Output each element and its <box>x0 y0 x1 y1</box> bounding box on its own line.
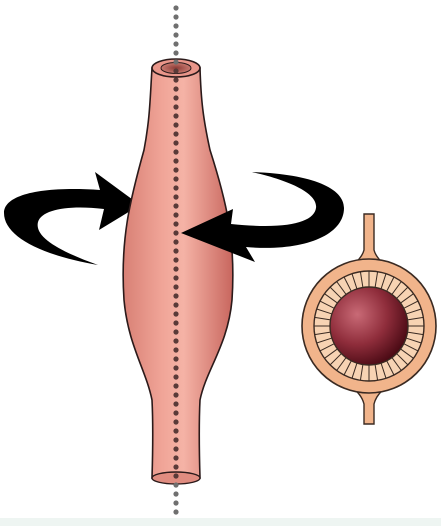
axis-dot <box>173 347 178 352</box>
axis-dot <box>173 221 178 226</box>
bottom-strip <box>0 518 441 526</box>
axis-dot <box>173 59 178 64</box>
axis-dot <box>173 320 178 325</box>
axis-dot <box>173 50 178 55</box>
axis-dot <box>173 293 178 298</box>
axis-dot <box>173 410 178 415</box>
axis-dot <box>173 374 178 379</box>
axis-dot <box>173 365 178 370</box>
axis-dot <box>173 149 178 154</box>
axis-dot <box>173 482 178 487</box>
axis-dot <box>173 203 178 208</box>
axis-dot <box>173 401 178 406</box>
axis-dot <box>173 356 178 361</box>
axis-dot <box>173 140 178 145</box>
axis-dot <box>173 41 178 46</box>
tube-body <box>123 68 233 478</box>
axis-dot <box>173 266 178 271</box>
axis-dot <box>173 329 178 334</box>
axis-dot <box>173 464 178 469</box>
axis-dot <box>173 491 178 496</box>
axis-dot <box>173 95 178 100</box>
axis-dot <box>173 302 178 307</box>
axis-dot <box>173 275 178 280</box>
curved-arrow-left-icon <box>4 172 140 265</box>
axis-dot <box>173 284 178 289</box>
axis-dot <box>173 176 178 181</box>
axis-dot <box>173 104 178 109</box>
axis-dot <box>173 122 178 127</box>
axis-dot <box>173 158 178 163</box>
axis-dot <box>173 14 178 19</box>
axis-dot <box>173 239 178 244</box>
dotted-axis <box>173 5 178 514</box>
axis-dot <box>173 392 178 397</box>
axis-dot <box>173 500 178 505</box>
axis-dot <box>173 338 178 343</box>
axis-dot <box>173 248 178 253</box>
axis-dot <box>173 311 178 316</box>
axis-dot <box>173 509 178 514</box>
axis-dot <box>173 68 178 73</box>
axis-dot <box>173 428 178 433</box>
axis-dot <box>173 212 178 217</box>
axis-dot <box>173 185 178 190</box>
axis-dot <box>173 230 178 235</box>
axis-dot <box>173 113 178 118</box>
axis-dot <box>173 473 178 478</box>
axis-dot <box>173 32 178 37</box>
axis-dot <box>173 77 178 82</box>
axis-dot <box>173 446 178 451</box>
axis-dot <box>173 167 178 172</box>
axis-dot <box>173 23 178 28</box>
axis-dot <box>173 86 178 91</box>
axis-dot <box>173 455 178 460</box>
axis-dot <box>173 383 178 388</box>
cross-section-lumen <box>330 287 408 365</box>
axis-dot <box>173 131 178 136</box>
axis-dot <box>173 437 178 442</box>
axis-dot <box>173 5 178 10</box>
axis-dot <box>173 194 178 199</box>
axis-dot <box>173 257 178 262</box>
axis-dot <box>173 419 178 424</box>
